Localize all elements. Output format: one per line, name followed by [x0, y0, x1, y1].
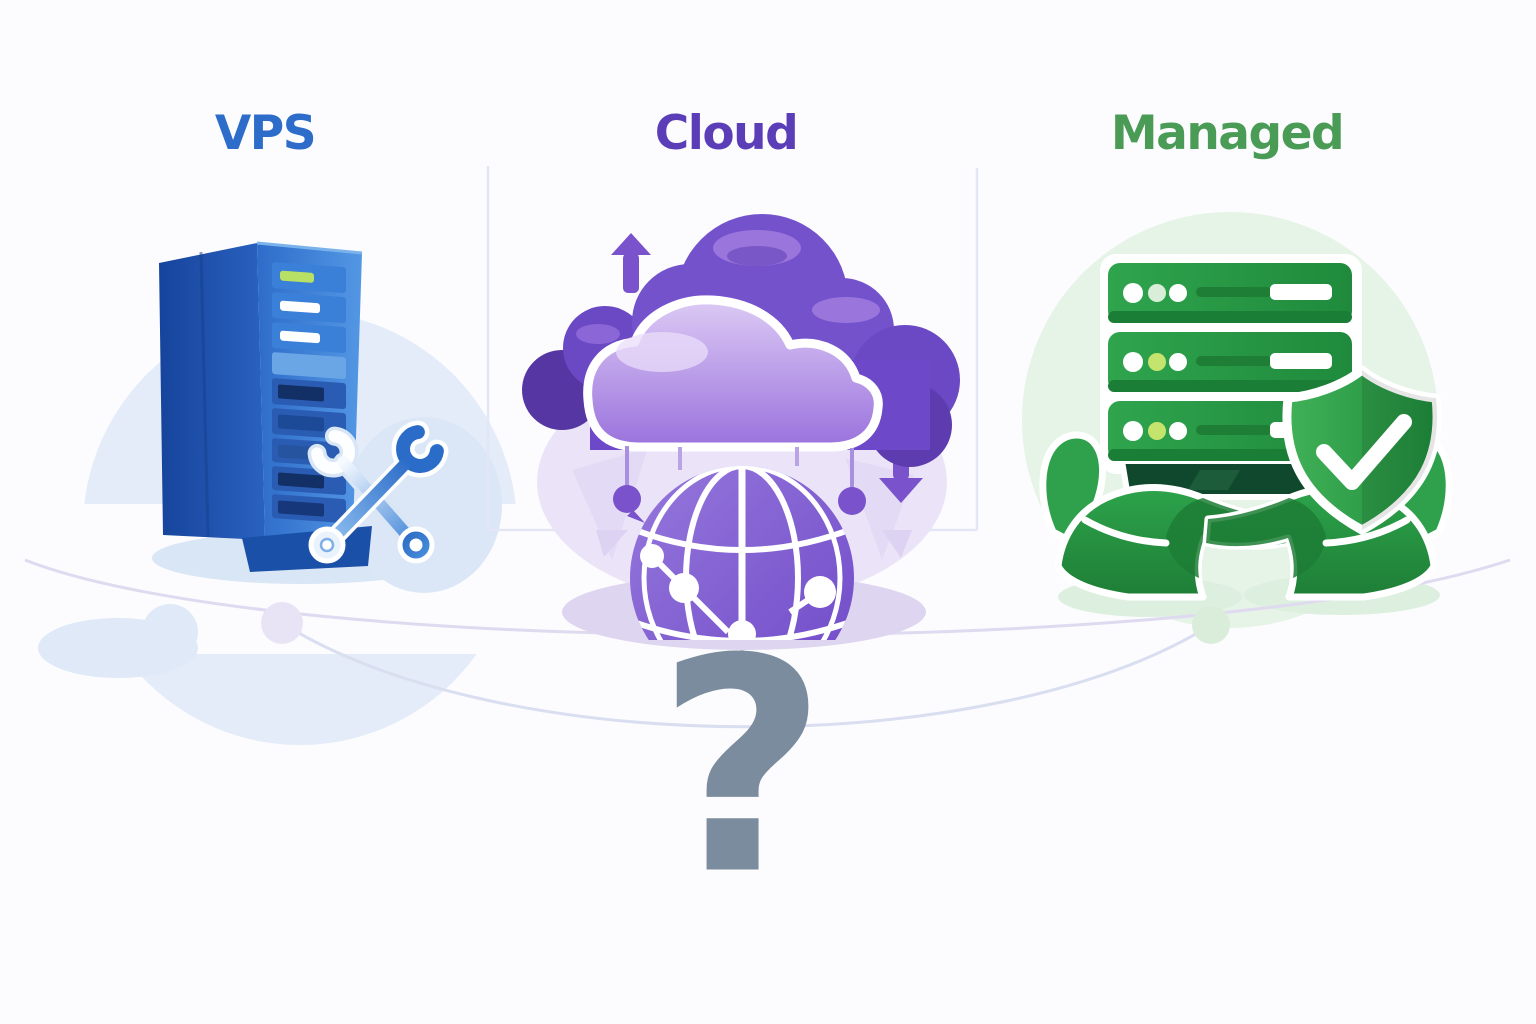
cloud-dangling-nodes [613, 446, 866, 523]
green-node-dot [1192, 606, 1230, 644]
shield-check-icon [1282, 365, 1442, 535]
managed-title: Managed [1110, 106, 1345, 161]
up-arrow-icon [611, 233, 651, 293]
globe-network-icon [562, 466, 926, 650]
cloud-icon [522, 214, 960, 467]
cloud-title: Cloud [654, 106, 799, 161]
blue-wrench [308, 420, 449, 564]
led-bar [280, 270, 314, 283]
lavender-node-dot [261, 602, 303, 644]
connector-dots [261, 602, 1230, 644]
question-mark: ? [656, 595, 828, 940]
server-unit-1 [1108, 263, 1352, 323]
vps-title: VPS [214, 106, 317, 161]
crossed-wrenches-icon [307, 420, 449, 564]
server-unit-2 [1108, 332, 1352, 392]
checkmark [1316, 414, 1412, 490]
supporting-hands-icon [1039, 435, 1449, 601]
